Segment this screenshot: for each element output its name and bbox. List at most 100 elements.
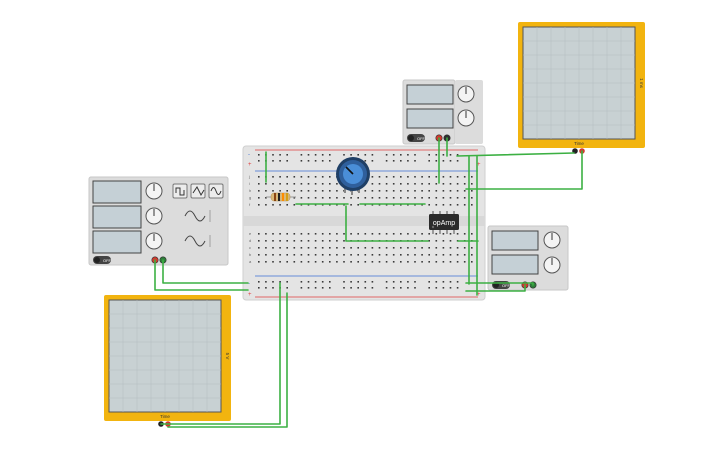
breadboard-hole[interactable]	[307, 287, 310, 289]
breadboard-hole[interactable]	[364, 154, 367, 156]
breadboard-hole[interactable]	[265, 287, 267, 289]
breadboard-hole[interactable]	[265, 190, 267, 192]
breadboard-hole[interactable]	[400, 233, 402, 235]
breadboard-hole[interactable]	[258, 233, 260, 235]
breadboard-hole[interactable]	[258, 197, 260, 199]
breadboard-hole[interactable]	[293, 261, 296, 263]
breadboard-hole[interactable]	[350, 287, 352, 289]
breadboard-hole[interactable]	[371, 287, 374, 289]
breadboard-hole[interactable]	[307, 233, 310, 235]
breadboard-hole[interactable]	[449, 190, 452, 192]
breadboard-hole[interactable]	[279, 176, 281, 178]
breadboard-hole[interactable]	[442, 197, 445, 199]
wire-scope-top-positive[interactable]	[465, 150, 583, 190]
wire-fg-negative[interactable]	[162, 259, 249, 284]
breadboard-hole[interactable]	[400, 183, 402, 185]
breadboard-hole[interactable]	[407, 183, 409, 185]
breadboard-hole[interactable]	[449, 247, 452, 249]
breadboard-hole[interactable]	[300, 254, 303, 256]
breadboard-hole[interactable]	[392, 254, 395, 256]
breadboard-hole[interactable]	[279, 233, 281, 235]
breadboard-hole[interactable]	[392, 176, 395, 178]
breadboard-hole[interactable]	[428, 190, 430, 192]
breadboard-hole[interactable]	[378, 261, 381, 263]
breadboard-hole[interactable]	[371, 190, 374, 192]
breadboard-hole[interactable]	[449, 233, 452, 235]
breadboard-hole[interactable]	[428, 197, 430, 199]
breadboard-hole[interactable]	[385, 190, 388, 192]
breadboard-hole[interactable]	[449, 176, 452, 178]
breadboard-hole[interactable]	[329, 287, 331, 289]
breadboard-hole[interactable]	[321, 287, 324, 289]
breadboard-hole[interactable]	[314, 154, 317, 156]
breadboard-hole[interactable]	[463, 204, 466, 206]
breadboard-hole[interactable]	[371, 197, 374, 199]
breadboard-hole[interactable]	[307, 183, 310, 185]
fg-sine-wave-button[interactable]	[208, 183, 224, 199]
breadboard-hole[interactable]	[471, 254, 473, 256]
breadboard-hole[interactable]	[364, 281, 367, 283]
breadboard-hole[interactable]	[449, 183, 452, 185]
breadboard-hole[interactable]	[421, 183, 423, 185]
resistor[interactable]	[266, 192, 296, 202]
breadboard-hole[interactable]	[314, 197, 317, 199]
breadboard-hole[interactable]	[293, 183, 296, 185]
breadboard-hole[interactable]	[414, 176, 416, 178]
breadboard-hole[interactable]	[407, 261, 409, 263]
breadboard-hole[interactable]	[407, 287, 409, 289]
breadboard-hole[interactable]	[456, 176, 459, 178]
breadboard-hole[interactable]	[378, 254, 381, 256]
breadboard-hole[interactable]	[414, 254, 416, 256]
breadboard-hole[interactable]	[414, 197, 416, 199]
breadboard-hole[interactable]	[428, 233, 430, 235]
breadboard-hole[interactable]	[463, 261, 466, 263]
breadboard-hole[interactable]	[435, 233, 438, 235]
breadboard-hole[interactable]	[414, 233, 416, 235]
breadboard-hole[interactable]	[314, 183, 317, 185]
breadboard-hole[interactable]	[265, 281, 267, 283]
breadboard-hole[interactable]	[300, 160, 303, 162]
breadboard-hole[interactable]	[378, 190, 381, 192]
breadboard-hole[interactable]	[414, 287, 416, 289]
breadboard-hole[interactable]	[400, 190, 402, 192]
breadboard-hole[interactable]	[442, 261, 445, 263]
breadboard-hole[interactable]	[265, 247, 267, 249]
breadboard-hole[interactable]	[314, 233, 317, 235]
breadboard-hole[interactable]	[265, 261, 267, 263]
breadboard-hole[interactable]	[371, 160, 374, 162]
breadboard-hole[interactable]	[329, 197, 331, 199]
breadboard-hole[interactable]	[343, 254, 345, 256]
breadboard-hole[interactable]	[400, 281, 402, 283]
breadboard-hole[interactable]	[407, 176, 409, 178]
wire-ps-right-positive[interactable]	[465, 284, 526, 292]
breadboard-hole[interactable]	[442, 160, 445, 162]
breadboard-hole[interactable]	[442, 247, 445, 249]
breadboard-hole[interactable]	[258, 281, 260, 283]
breadboard-hole[interactable]	[357, 281, 359, 283]
breadboard-hole[interactable]	[307, 247, 310, 249]
breadboard-hole[interactable]	[293, 247, 296, 249]
breadboard-hole[interactable]	[279, 160, 281, 162]
breadboard-hole[interactable]	[392, 154, 395, 156]
breadboard-hole[interactable]	[343, 247, 345, 249]
breadboard-hole[interactable]	[400, 160, 402, 162]
breadboard-hole[interactable]	[456, 183, 459, 185]
breadboard-hole[interactable]	[350, 233, 352, 235]
breadboard-hole[interactable]	[357, 233, 359, 235]
breadboard-hole[interactable]	[314, 176, 317, 178]
breadboard-hole[interactable]	[258, 176, 260, 178]
opamp-chip[interactable]: opAmp	[429, 211, 459, 234]
breadboard-hole[interactable]	[329, 281, 331, 283]
breadboard-hole[interactable]	[456, 154, 459, 156]
breadboard-hole[interactable]	[400, 176, 402, 178]
breadboard-hole[interactable]	[371, 154, 374, 156]
fg-square-wave-button[interactable]	[172, 183, 188, 199]
breadboard-hole[interactable]	[378, 233, 381, 235]
breadboard-hole[interactable]	[272, 160, 274, 162]
fg-triangle-wave-button[interactable]	[190, 183, 206, 199]
breadboard-hole[interactable]	[471, 197, 473, 199]
breadboard-hole[interactable]	[279, 281, 281, 283]
breadboard-hole[interactable]	[435, 261, 438, 263]
breadboard-hole[interactable]	[300, 247, 303, 249]
breadboard-hole[interactable]	[435, 176, 438, 178]
